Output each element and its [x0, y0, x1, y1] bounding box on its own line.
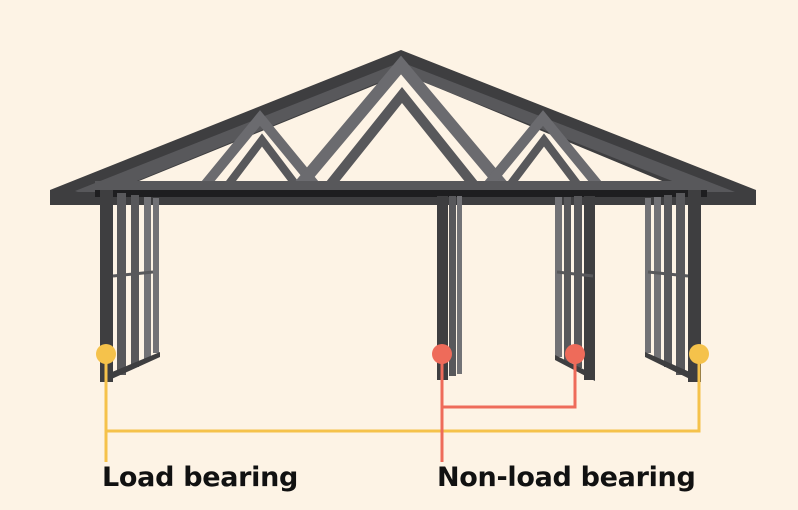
right-interior-blocking — [556, 270, 594, 278]
left-exterior-wall — [100, 190, 160, 382]
truss-right — [484, 110, 602, 189]
roof-right-rafter-light — [398, 62, 735, 198]
truss-center-inner — [326, 86, 478, 189]
truss-left — [201, 110, 319, 189]
right-wall-bottom-plate — [645, 352, 701, 382]
left-wall-stud — [144, 197, 151, 359]
right-interior-stud — [555, 197, 562, 357]
right-interior-stud — [584, 196, 595, 380]
truss-left-inner — [224, 133, 300, 188]
load-bearing-label: Load bearing — [102, 462, 299, 493]
right-exterior-wall — [645, 190, 701, 382]
right-wall-stud — [654, 197, 661, 359]
top-plate — [95, 181, 707, 190]
right-wall-stud — [645, 198, 651, 353]
ceiling-beam — [95, 190, 707, 197]
left-wall-stud — [153, 198, 159, 353]
center-wall-stud — [457, 196, 462, 374]
non-load-bearing-label: Non-load bearing — [437, 462, 696, 493]
left-wall-bottom-plate — [100, 352, 160, 382]
center-wall-stud — [449, 196, 456, 376]
left-wall-stud — [117, 193, 126, 375]
right-wall-stud — [688, 190, 701, 382]
load-bearing-marker-right — [689, 344, 709, 364]
right-wall-blocking — [647, 270, 689, 278]
left-wall-stud — [131, 195, 139, 367]
left-wall-blocking — [112, 270, 154, 278]
load-bearing-leader-line — [104, 354, 701, 433]
load-bearing-callout — [96, 344, 709, 433]
truss-center — [295, 55, 507, 189]
non-load-bearing-callout — [432, 344, 585, 462]
non-load-bearing-marker-right — [565, 344, 585, 364]
left-wall-stud — [100, 190, 113, 382]
right-wall-stud — [664, 195, 672, 367]
non-load-bearing-branch-line — [442, 354, 577, 409]
non-load-bearing-marker-center — [432, 344, 452, 364]
right-interior-stud — [574, 196, 582, 368]
roof-trusses — [201, 55, 602, 189]
truss-right-inner — [506, 133, 582, 188]
roof-left-rafter-light — [75, 62, 404, 198]
right-wall-stud — [676, 193, 685, 375]
center-interior-wall — [437, 196, 462, 380]
load-bearing-marker-left — [96, 344, 116, 364]
right-interior-stud — [564, 197, 571, 362]
center-wall-stud — [437, 196, 448, 380]
